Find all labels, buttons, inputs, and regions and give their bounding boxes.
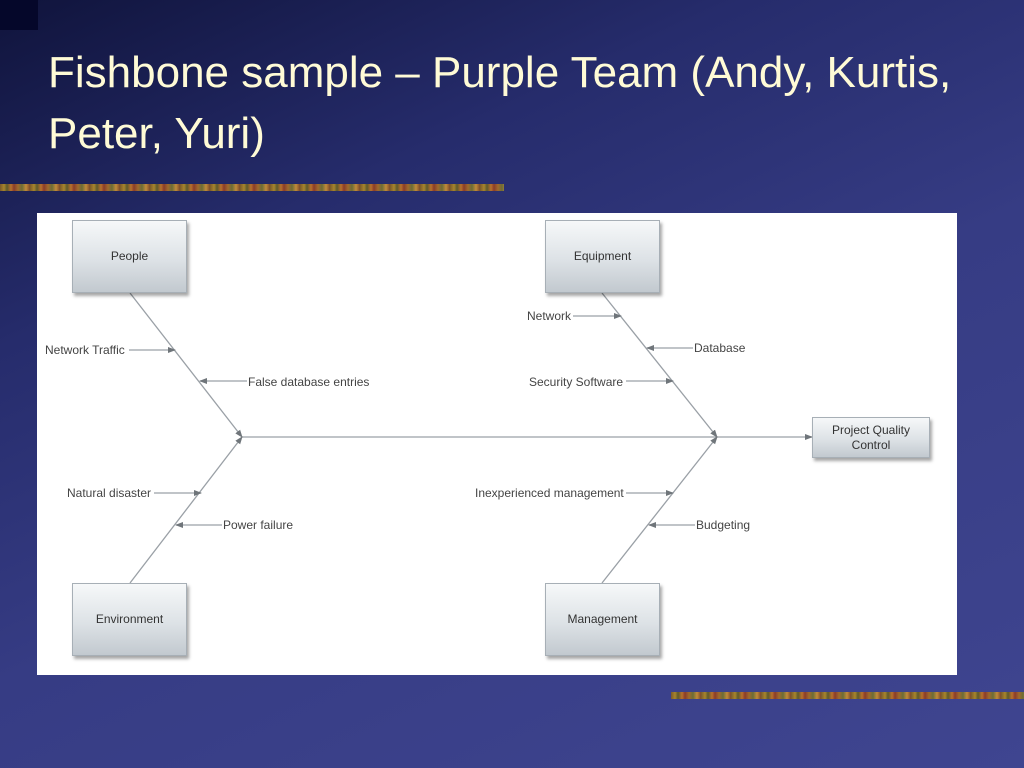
category-environment-box: Environment [72,583,187,656]
category-people-box: People [72,220,187,293]
cause-network: Network [527,309,572,323]
category-equipment-box: Equipment [545,220,660,293]
cause-budgeting: Budgeting [696,518,751,532]
cause-inexperienced-management: Inexperienced management [475,486,624,500]
fishbone-diagram: People Equipment Environment Management … [37,213,957,675]
bone-environment [129,436,243,584]
corner-decoration [0,0,38,30]
cause-false-database-entries: False database entries [248,375,370,389]
cause-security-software: Security Software [529,375,624,389]
category-management-box: Management [545,583,660,656]
fishbone-lines [129,292,813,584]
cause-natural-disaster: Natural disaster [67,486,152,500]
effect-box: Project Quality Control [812,417,930,458]
cause-network-traffic: Network Traffic [45,343,125,357]
bone-equipment [601,292,718,438]
bone-management [601,436,718,584]
slide-title: Fishbone sample – Purple Team (Andy, Kur… [48,48,952,158]
decorative-bar-top [0,184,504,191]
cause-database: Database [694,341,746,355]
cause-power-failure: Power failure [223,518,294,532]
decorative-bar-bottom [671,692,1024,699]
bone-people [129,292,243,438]
